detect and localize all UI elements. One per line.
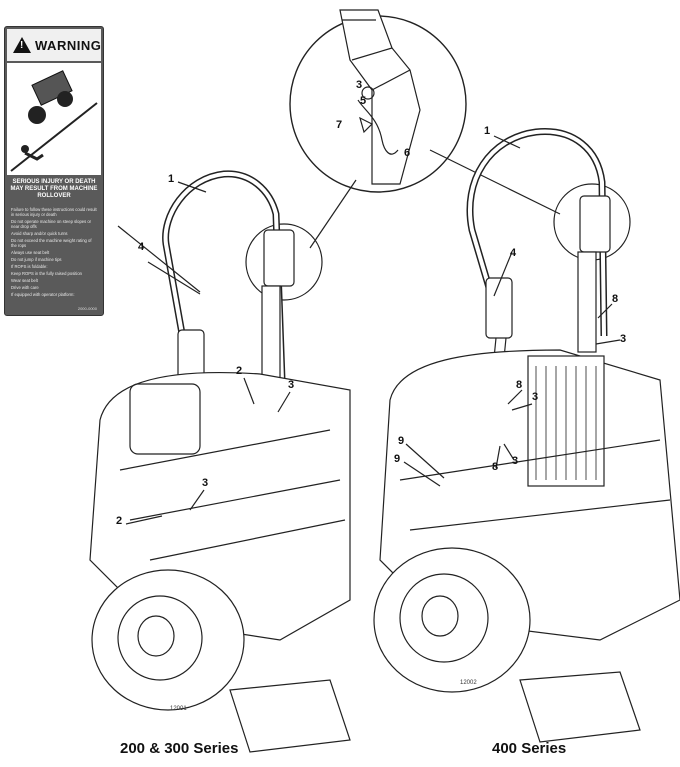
warning-item: Always use seat belt xyxy=(11,250,50,255)
warning-hazard-text: SERIOUS INJURY OR DEATH MAY RESULT FROM … xyxy=(10,179,98,199)
detail-leader-right xyxy=(429,149,561,215)
warning-item: Do not exceed the machine weight rating … xyxy=(11,238,92,248)
callout-left-rops-cover: 4 xyxy=(138,241,145,253)
callout-left-bolt-lower: 2 xyxy=(116,515,123,527)
callout-detail-pin: 7 xyxy=(336,119,343,131)
warning-triangle-icon: ! xyxy=(13,37,31,53)
warning-item: Wear seat belt xyxy=(11,278,38,283)
warning-item: Failure to follow these instructions cou… xyxy=(11,207,97,217)
callout-detail-nut: 3 xyxy=(356,79,363,91)
left-figure-caption: 200 & 300 Series xyxy=(120,740,239,757)
warning-item: Avoid sharp and/or quick turns xyxy=(11,231,68,236)
callout-right-rops: 1 xyxy=(484,125,491,137)
callout-detail-lanyard: 6 xyxy=(404,147,411,159)
callout-right-rops-cover: 4 xyxy=(510,247,517,259)
left-detail-marker xyxy=(245,223,323,301)
callout-right-bolt-upper: 8 xyxy=(612,293,619,305)
warning-item: Do not jump if machine tips xyxy=(11,257,62,262)
callout-right-nut-upper: 3 xyxy=(620,333,627,345)
warning-title: WARNING xyxy=(35,37,102,53)
rollover-pictogram xyxy=(7,63,101,175)
callout-left-bolt-upper: 2 xyxy=(236,365,243,377)
callout-right-nut-lower: 3 xyxy=(512,455,519,467)
warning-item: Keep ROPS in the fully raised position xyxy=(11,271,82,276)
callout-right-bolt-lower: 8 xyxy=(492,461,499,473)
warning-item: Do not operate machine on steep slopes o… xyxy=(11,219,92,229)
warning-item: If equipped with operator platform: xyxy=(11,292,75,297)
left-figure-id: 12001 xyxy=(170,706,187,712)
warning-header: ! WARNING xyxy=(7,29,101,61)
right-figure-caption: 400 Series xyxy=(492,740,567,757)
warning-decal: ! WARNING SERIOUS INJURY OR DEATH MAY RE… xyxy=(4,26,104,316)
callout-left-rops: 1 xyxy=(168,173,175,185)
callout-right-pin-lower: 9 xyxy=(394,453,401,465)
warning-item: If ROPS is foldable: xyxy=(11,264,48,269)
warning-instructions: Failure to follow these instructions cou… xyxy=(11,207,97,299)
callout-left-nut-lower: 3 xyxy=(202,477,209,489)
detail-leader-left xyxy=(309,179,357,249)
right-figure-id: 12002 xyxy=(460,680,477,686)
callout-right-pin-upper: 9 xyxy=(398,435,405,447)
callout-detail-washer: 5 xyxy=(360,95,367,107)
callout-right-nut-middle: 3 xyxy=(532,391,539,403)
callout-left-nut-upper: 3 xyxy=(288,379,295,391)
callout-right-bolt-middle: 8 xyxy=(516,379,523,391)
warning-decal-code: 2000-0000 xyxy=(77,306,97,311)
warning-item: Drive with care xyxy=(11,285,39,290)
